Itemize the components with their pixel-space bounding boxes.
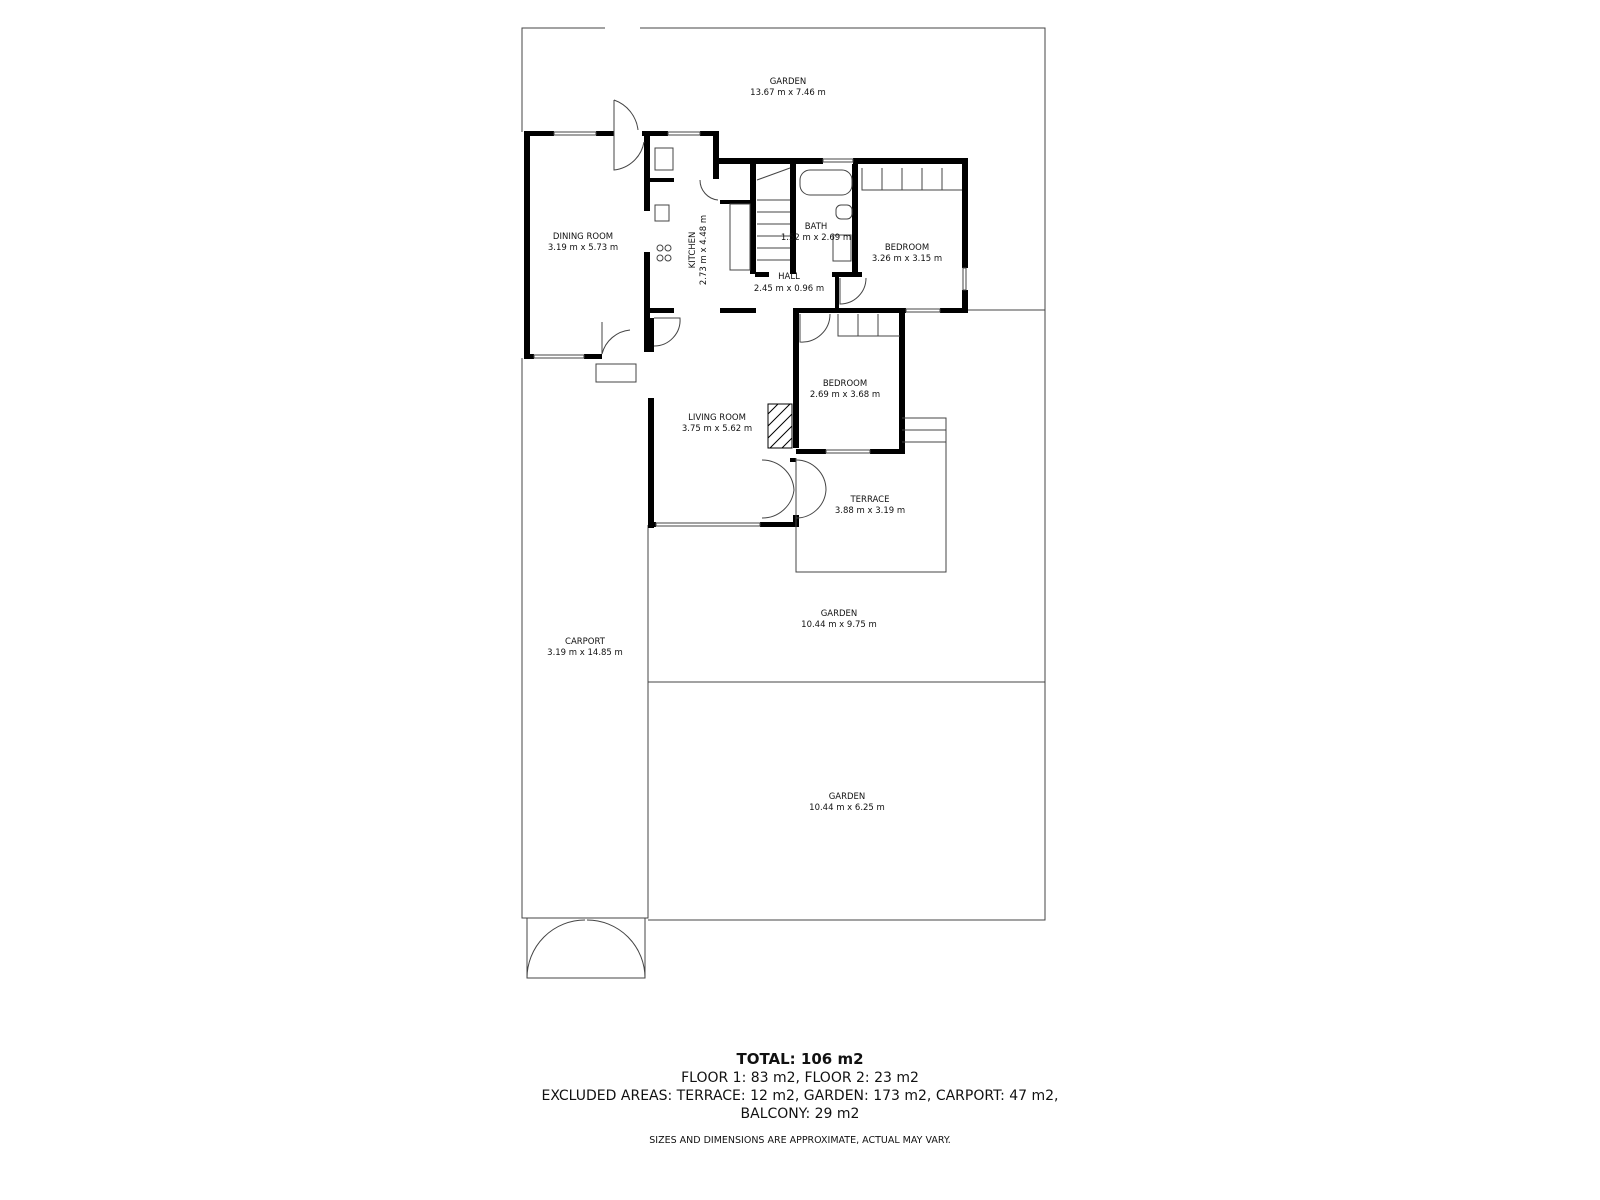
stairs [729,167,962,573]
lot-boundary [521,27,1046,979]
fixtures [654,147,853,262]
walls [524,131,968,528]
room-label-dining: DINING ROOM 3.19 m x 5.73 m [548,232,618,253]
room-size: 3.26 m x 3.15 m [872,254,942,264]
room-label-living: LIVING ROOM 3.75 m x 5.62 m [682,413,752,434]
room-label-terrace: TERRACE 3.88 m x 3.19 m [835,495,905,516]
room-name: CARPORT [565,637,606,647]
room-name: BATH [805,222,828,232]
room-name: GARDEN [821,609,858,619]
room-size: 3.75 m x 5.62 m [682,424,752,434]
room-name: GARDEN [829,792,866,802]
room-size: 2.73 m x 4.48 m [699,215,709,285]
total-area: TOTAL: 106 m2 [736,1050,864,1068]
room-label-carport: CARPORT 3.19 m x 14.85 m [547,637,623,658]
room-label-kitchen: KITCHEN 2.73 m x 4.48 m [688,215,709,285]
room-label-bath: BATH 1.52 m x 2.69 m [781,222,851,243]
room-name: LIVING ROOM [688,413,746,423]
carport-gate [526,919,646,979]
room-name: HALL [778,272,800,282]
room-size: 3.19 m x 5.73 m [548,243,618,253]
room-size: 1.52 m x 2.69 m [781,233,851,243]
room-name: BEDROOM [885,243,929,253]
room-name: GARDEN [770,77,807,87]
room-label-hall: HALL 2.45 m x 0.96 m [754,272,824,294]
doors [595,99,867,519]
room-label-bedroom-2: BEDROOM 2.69 m x 3.68 m [810,379,880,400]
room-name: TERRACE [849,495,889,505]
disclaimer: SIZES AND DIMENSIONS ARE APPROXIMATE, AC… [649,1135,951,1146]
room-size: 3.19 m x 14.85 m [547,648,623,658]
room-size: 2.69 m x 3.68 m [810,390,880,400]
windows [533,131,967,527]
fireplace [767,403,793,449]
room-label-garden-mid: GARDEN 10.44 m x 9.75 m [801,609,877,630]
excluded-areas: EXCLUDED AREAS: TERRACE: 12 m2, GARDEN: … [541,1088,1059,1104]
room-size: 10.44 m x 6.25 m [809,803,885,813]
floor-areas: FLOOR 1: 83 m2, FLOOR 2: 23 m2 [681,1070,919,1086]
room-label-garden-bottom: GARDEN 10.44 m x 6.25 m [809,792,885,813]
room-name: BEDROOM [823,379,867,389]
room-size: 13.67 m x 7.46 m [750,88,826,98]
room-label-bedroom-1: BEDROOM 3.26 m x 3.15 m [872,243,942,264]
room-size: 10.44 m x 9.75 m [801,620,877,630]
room-size: 3.88 m x 3.19 m [835,506,905,516]
room-label-garden-top: GARDEN 13.67 m x 7.46 m [750,77,826,98]
room-name: DINING ROOM [553,232,613,242]
room-size: 2.45 m x 0.96 m [754,284,824,294]
excluded-areas-continued: BALCONY: 29 m2 [740,1106,860,1122]
room-name: KITCHEN [688,232,698,269]
